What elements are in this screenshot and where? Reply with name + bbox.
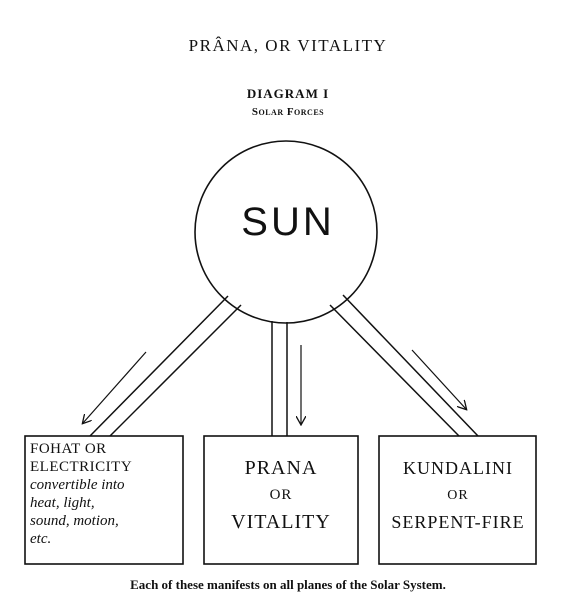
- kundalini-line-3: SERPENT-FIRE: [391, 512, 525, 532]
- kundalini-line-2: OR: [447, 488, 469, 503]
- ray-left: [89, 295, 242, 437]
- ray-center: [271, 321, 288, 436]
- prana-line-3: VITALITY: [231, 511, 331, 533]
- arrow-right: [411, 349, 466, 409]
- page-title: PRÂNA, OR VITALITY: [188, 36, 388, 55]
- fohat-line-4: heat, light,: [30, 495, 95, 511]
- prana-line-1: PRANA: [244, 457, 318, 479]
- sun-label: SUN: [241, 200, 335, 244]
- prana-line-2: OR: [269, 487, 293, 503]
- ray-right: [329, 294, 479, 437]
- box-prana-frame: [203, 435, 359, 565]
- diagram-label: DIAGRAM I: [246, 86, 330, 101]
- arrow-left: [83, 351, 147, 423]
- fohat-line-5: sound, motion,: [30, 513, 119, 529]
- sun-circle: [194, 140, 378, 324]
- caption: Each of these manifests on all planes of…: [130, 577, 446, 592]
- box-kundalini-frame: [378, 435, 537, 565]
- fohat-line-2: ELECTRICITY: [30, 459, 133, 475]
- diagram-subtitle: Solar Forces: [251, 106, 325, 118]
- fohat-line-3: convertible into: [30, 477, 125, 493]
- fohat-line-1: FOHAT OR: [30, 441, 107, 457]
- box-fohat: FOHAT OR ELECTRICITY convertible into he…: [30, 440, 180, 548]
- box-prana: PRANA OR VITALITY: [206, 455, 356, 536]
- kundalini-line-1: KUNDALINI: [403, 458, 513, 478]
- fohat-line-6: etc.: [30, 531, 52, 547]
- box-fohat-frame: [24, 435, 184, 565]
- box-kundalini: KUNDALINI OR SERPENT-FIRE: [380, 455, 536, 536]
